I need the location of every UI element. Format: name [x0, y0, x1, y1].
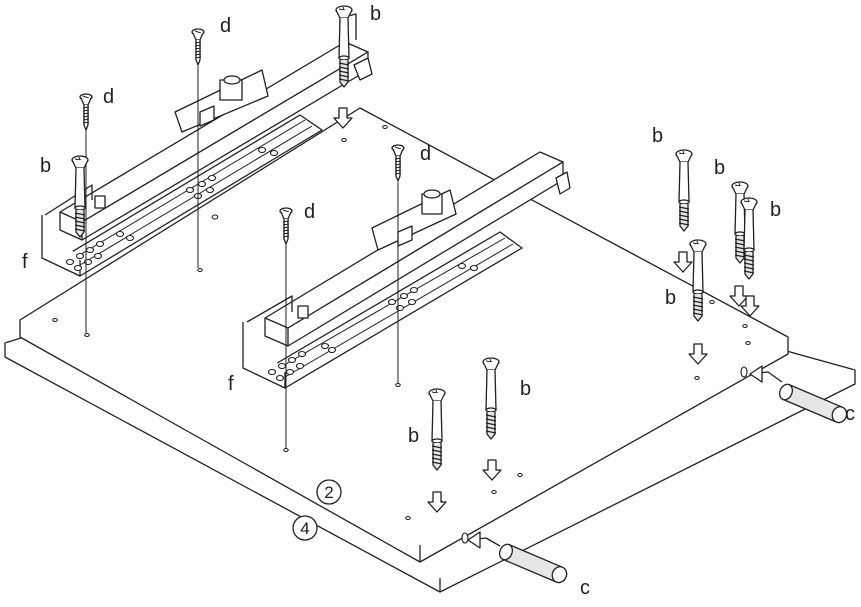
drawer-runner-right	[242, 151, 571, 389]
label-d-1: d	[220, 15, 231, 37]
label-f-1: f	[22, 251, 28, 273]
part-labels: b d d b d d f f b b b b b b c c	[22, 3, 855, 599]
label-c-1: c	[845, 403, 855, 425]
cam-handles-c	[467, 365, 850, 586]
label-b-3: b	[652, 125, 663, 147]
label-d-2: d	[103, 86, 114, 108]
panel-callout-2: 2	[316, 479, 342, 505]
label-b-5: b	[770, 199, 781, 221]
label-b-4: b	[714, 157, 725, 179]
label-d-4: d	[304, 201, 315, 223]
panel-number-4: 4	[300, 519, 309, 538]
cam-hole-front	[461, 532, 469, 544]
panel-callout-4: 4	[292, 515, 318, 541]
label-b-2: b	[40, 155, 51, 177]
label-c-2: c	[580, 577, 590, 599]
top-panel	[19, 107, 789, 563]
label-f-2: f	[228, 373, 234, 395]
panel-number-2: 2	[324, 483, 333, 502]
cam-hole-right	[740, 366, 748, 378]
label-b-6: b	[665, 287, 676, 309]
label-b-1: b	[370, 3, 381, 25]
label-d-3: d	[420, 143, 431, 165]
label-b-7: b	[408, 425, 419, 447]
label-b-8: b	[520, 378, 531, 400]
